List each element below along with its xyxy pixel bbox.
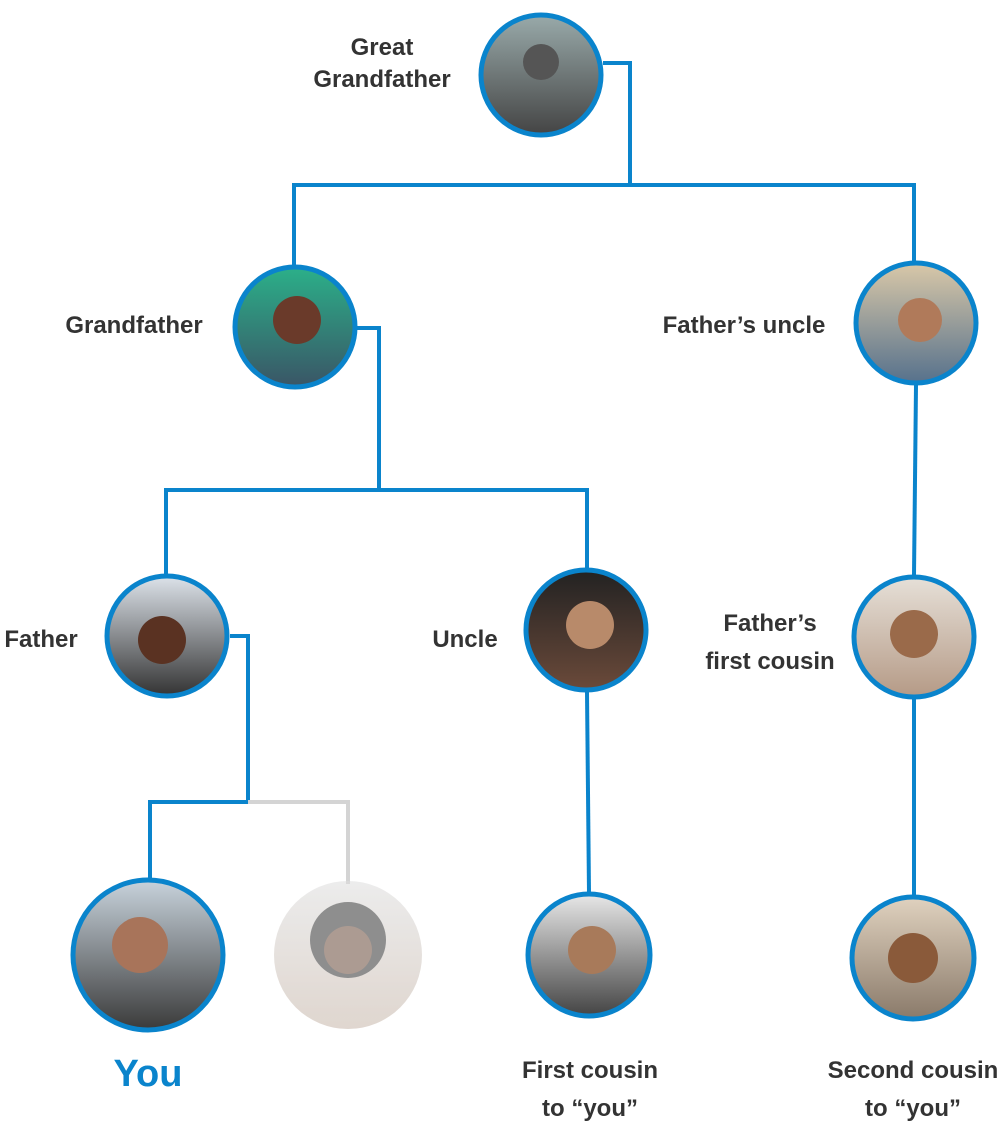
portrait-you[interactable] — [70, 877, 226, 1033]
connector-line — [230, 634, 250, 802]
label-line: to “you” — [865, 1095, 961, 1122]
connector-lines — [148, 61, 918, 895]
connector-line — [912, 384, 918, 576]
inactive-connector-line — [248, 800, 350, 884]
portrait-fathers-uncle[interactable] — [853, 260, 979, 386]
connector-line — [356, 326, 381, 490]
label-you: You — [113, 1053, 183, 1095]
connector-line — [164, 488, 589, 575]
connector-line — [585, 691, 591, 894]
portrait-sibling[interactable] — [274, 881, 422, 1029]
label-line: Great — [350, 34, 414, 61]
label-second-cousin: Second cousin to “you” — [815, 1052, 1008, 1125]
portrait-first-cousin[interactable] — [525, 891, 653, 1019]
label-fathers-uncle: Father’s uncle — [662, 312, 826, 339]
portrait-grandfather[interactable] — [232, 264, 358, 390]
portrait-uncle[interactable] — [523, 567, 649, 693]
label-great-grandfather: Great Grandfather — [300, 32, 464, 96]
connector-line — [603, 61, 632, 185]
label-line: Father’s — [723, 610, 817, 637]
portrait-second-cousin[interactable] — [849, 894, 977, 1022]
label-line: to “you” — [542, 1095, 638, 1122]
portrait-father[interactable] — [104, 573, 230, 699]
label-line: first cousin — [705, 648, 835, 675]
label-father: Father — [4, 626, 78, 653]
portrait-fathers-first-cousin[interactable] — [851, 574, 977, 700]
label-fathers-first-cousin: Father’s first cousin — [690, 605, 850, 681]
label-line: Grandfather — [313, 66, 451, 93]
portrait-great-grandfather[interactable] — [478, 12, 604, 138]
label-line: Second cousin — [827, 1057, 999, 1084]
connector-line — [148, 800, 248, 880]
label-first-cousin: First cousin to “you” — [500, 1052, 680, 1125]
label-grandfather: Grandfather — [65, 312, 203, 339]
label-uncle: Uncle — [432, 626, 498, 653]
label-line: First cousin — [521, 1057, 659, 1084]
connector-line — [292, 183, 916, 265]
